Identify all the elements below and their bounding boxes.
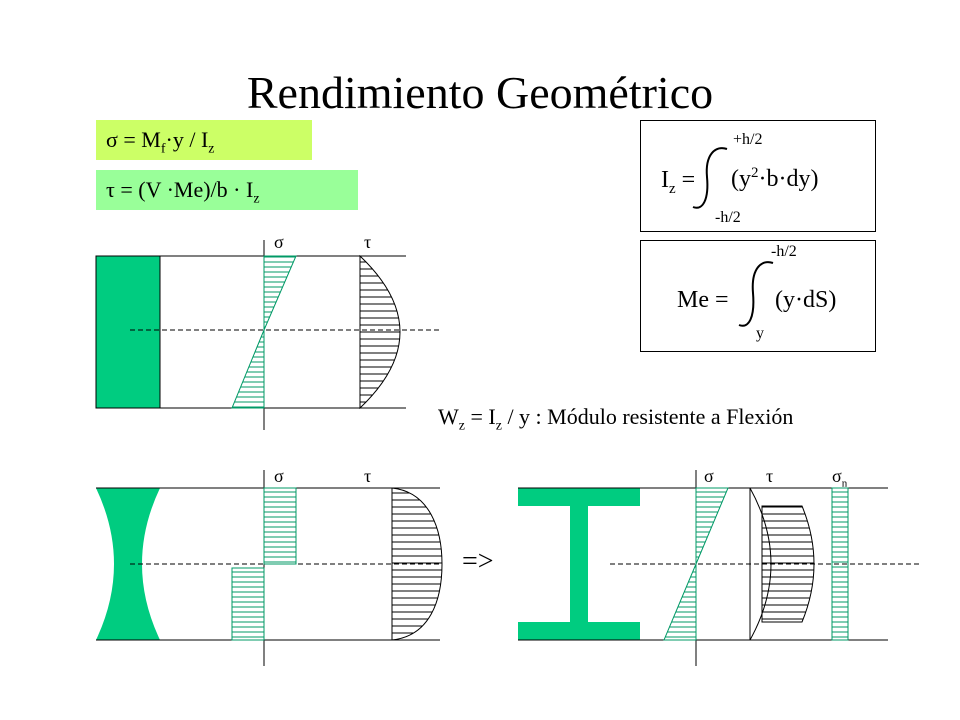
concave-section	[96, 488, 160, 640]
integral-sign-icon	[692, 147, 728, 209]
integral-sign-icon	[738, 261, 774, 327]
i-beam-bottom-flange	[518, 622, 640, 640]
iz-lower-limit: -h/2	[715, 209, 741, 226]
sigma-label-2: σ	[274, 466, 284, 486]
tau-label-3: τ	[766, 466, 774, 486]
concave-section-diagram	[96, 470, 443, 666]
sigma-distribution-bottom	[231, 329, 265, 409]
iz-lhs: Iz =	[661, 167, 696, 197]
i-beam-section-diagram	[518, 470, 920, 666]
me-lhs: Me =	[677, 287, 729, 313]
tau-label-2: τ	[364, 466, 372, 486]
rectangular-section-diagram	[95, 240, 440, 430]
iz-integral-box: +h/2 Iz = (y2·b·dy) -h/2	[640, 120, 876, 232]
transition-arrow: =>	[462, 546, 494, 577]
i-beam-top-flange	[518, 488, 640, 506]
tau-distribution-2	[391, 487, 443, 641]
page-title: Rendimiento Geométrico	[246, 67, 714, 118]
tau-label-1: τ	[364, 232, 372, 252]
sigma-label-3: σ	[704, 466, 714, 486]
tau-web-distribution	[761, 505, 815, 623]
sigma-label-1: σ	[274, 232, 284, 252]
me-upper-limit: -h/2	[771, 243, 797, 260]
sigma-distribution-top	[263, 255, 297, 331]
i-beam-web	[570, 506, 588, 622]
rectangular-section	[95, 255, 161, 409]
sigma-n-label: σn	[832, 466, 848, 490]
me-integrand: (y·dS)	[775, 287, 837, 313]
sigma-block-bottom	[231, 567, 265, 641]
tau-distribution	[359, 254, 401, 410]
sigma-n-distribution	[831, 487, 849, 641]
iz-upper-limit: +h/2	[733, 131, 763, 148]
sigma-formula: σ = Mf·y / Iz	[96, 120, 312, 160]
tau-formula: τ = (V ·Me)/b · Iz	[96, 170, 358, 210]
me-integral-box: -h/2 Me = (y·dS) y	[640, 240, 876, 352]
sigma-block-top	[263, 487, 297, 565]
me-lower-limit: y	[756, 325, 764, 342]
iz-integrand: (y2·b·dy)	[731, 165, 819, 192]
section-modulus-text: Wz = Iz / y : Módulo resistente a Flexió…	[438, 404, 794, 434]
